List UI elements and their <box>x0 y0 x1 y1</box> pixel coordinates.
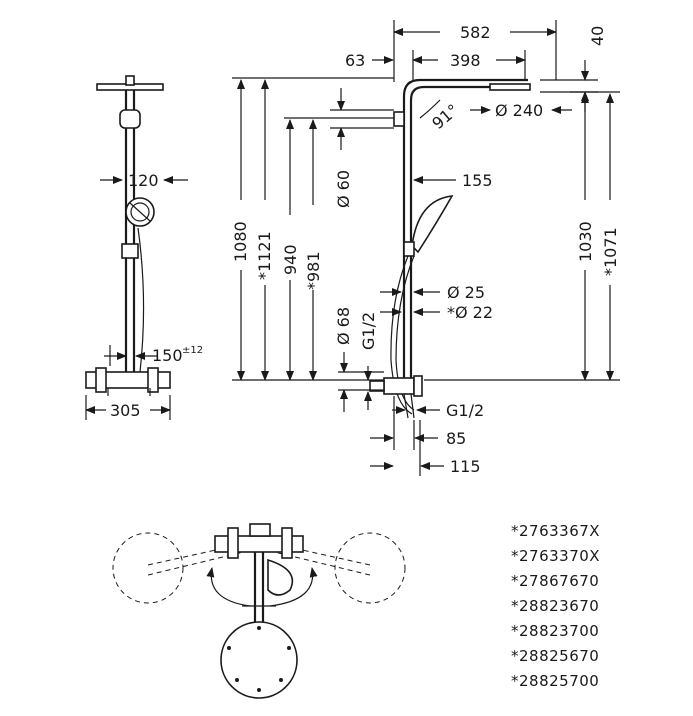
dim-dia-68: Ø 68 <box>334 307 353 345</box>
dim-155: 155 <box>462 171 493 190</box>
swivel-arc-right <box>269 567 318 607</box>
swivel-range-left <box>112 532 184 604</box>
side-view: 582 40 63 398 91° Ø 240 1080 *1121 <box>231 20 620 476</box>
dim-150-tolerance: ±12 <box>182 345 203 356</box>
dim-63: 63 <box>345 51 365 70</box>
side-wall-bracket <box>393 111 405 127</box>
dim-305: 305 <box>110 401 141 420</box>
shower-holder <box>121 243 139 259</box>
dim-1121: *1121 <box>255 231 274 280</box>
article-number: *28823670 <box>511 597 599 615</box>
dim-g12-vertical: G1/2 <box>359 312 378 350</box>
dim-940: 940 <box>281 244 300 275</box>
dim-981: *981 <box>304 251 323 290</box>
dim-40: 40 <box>588 26 607 46</box>
dim-120: 120 <box>128 171 159 190</box>
article-number: *2763370X <box>511 547 600 565</box>
dim-398: 398 <box>450 51 481 70</box>
shower-hose <box>137 227 145 373</box>
dim-85: 85 <box>446 429 466 448</box>
article-number: *2763367X <box>511 522 600 540</box>
side-shower-holder <box>403 241 415 257</box>
side-hand-shower <box>411 195 454 254</box>
dim-dia-240: Ø 240 <box>495 101 543 120</box>
dim-582: 582 <box>460 23 491 42</box>
dim-angle-91: 91° <box>428 100 462 133</box>
side-overhead-shower <box>489 83 531 91</box>
top-hand-shower <box>267 558 294 596</box>
side-thermostat <box>383 377 415 395</box>
dim-dia-60: Ø 60 <box>334 170 353 208</box>
article-number: *27867670 <box>511 572 599 590</box>
article-number: *28823700 <box>511 622 599 640</box>
article-number: *28825700 <box>511 672 599 690</box>
wall-bracket <box>119 109 141 129</box>
dim-150: 150 <box>152 346 183 365</box>
shower-arm-bottom <box>409 85 490 112</box>
top-overhead-shower <box>220 621 298 699</box>
dim-1030: 1030 <box>576 221 595 262</box>
swivel-range-right <box>334 532 406 604</box>
shower-arm-joint <box>125 75 135 86</box>
dim-1080: 1080 <box>231 221 250 262</box>
dim-dia-25: Ø 25 <box>447 283 485 302</box>
front-view: 120 150 ±12 305 <box>85 75 203 420</box>
shower-arm-top <box>402 78 528 112</box>
dim-115: 115 <box>450 457 481 476</box>
article-number: *28825670 <box>511 647 599 665</box>
swivel-arc-left <box>206 567 251 607</box>
article-number-list: *2763367X *2763370X *27867670 *28823670 … <box>511 522 600 690</box>
top-view <box>112 523 406 699</box>
dim-g12-horizontal: G1/2 <box>446 401 484 420</box>
dim-1071: *1071 <box>601 227 620 276</box>
dim-dia-22: *Ø 22 <box>447 303 493 322</box>
